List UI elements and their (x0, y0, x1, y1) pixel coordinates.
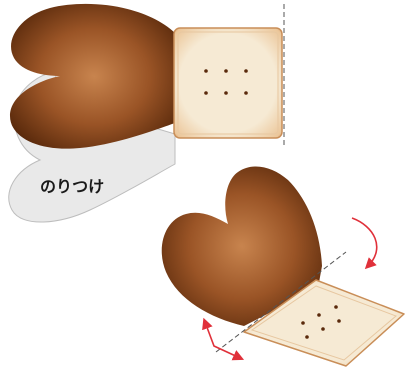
move-arrow-icon (202, 317, 245, 361)
rotate-arrow-icon (351, 217, 378, 270)
top-tile-dots (204, 69, 248, 95)
top-square-tile (173, 27, 283, 139)
bottom-tile-dots (301, 305, 341, 339)
bottom-square-tile (243, 279, 405, 367)
top-wing (10, 3, 178, 149)
glue-label: のりつけ (40, 177, 104, 196)
bottom-wing (161, 166, 322, 326)
